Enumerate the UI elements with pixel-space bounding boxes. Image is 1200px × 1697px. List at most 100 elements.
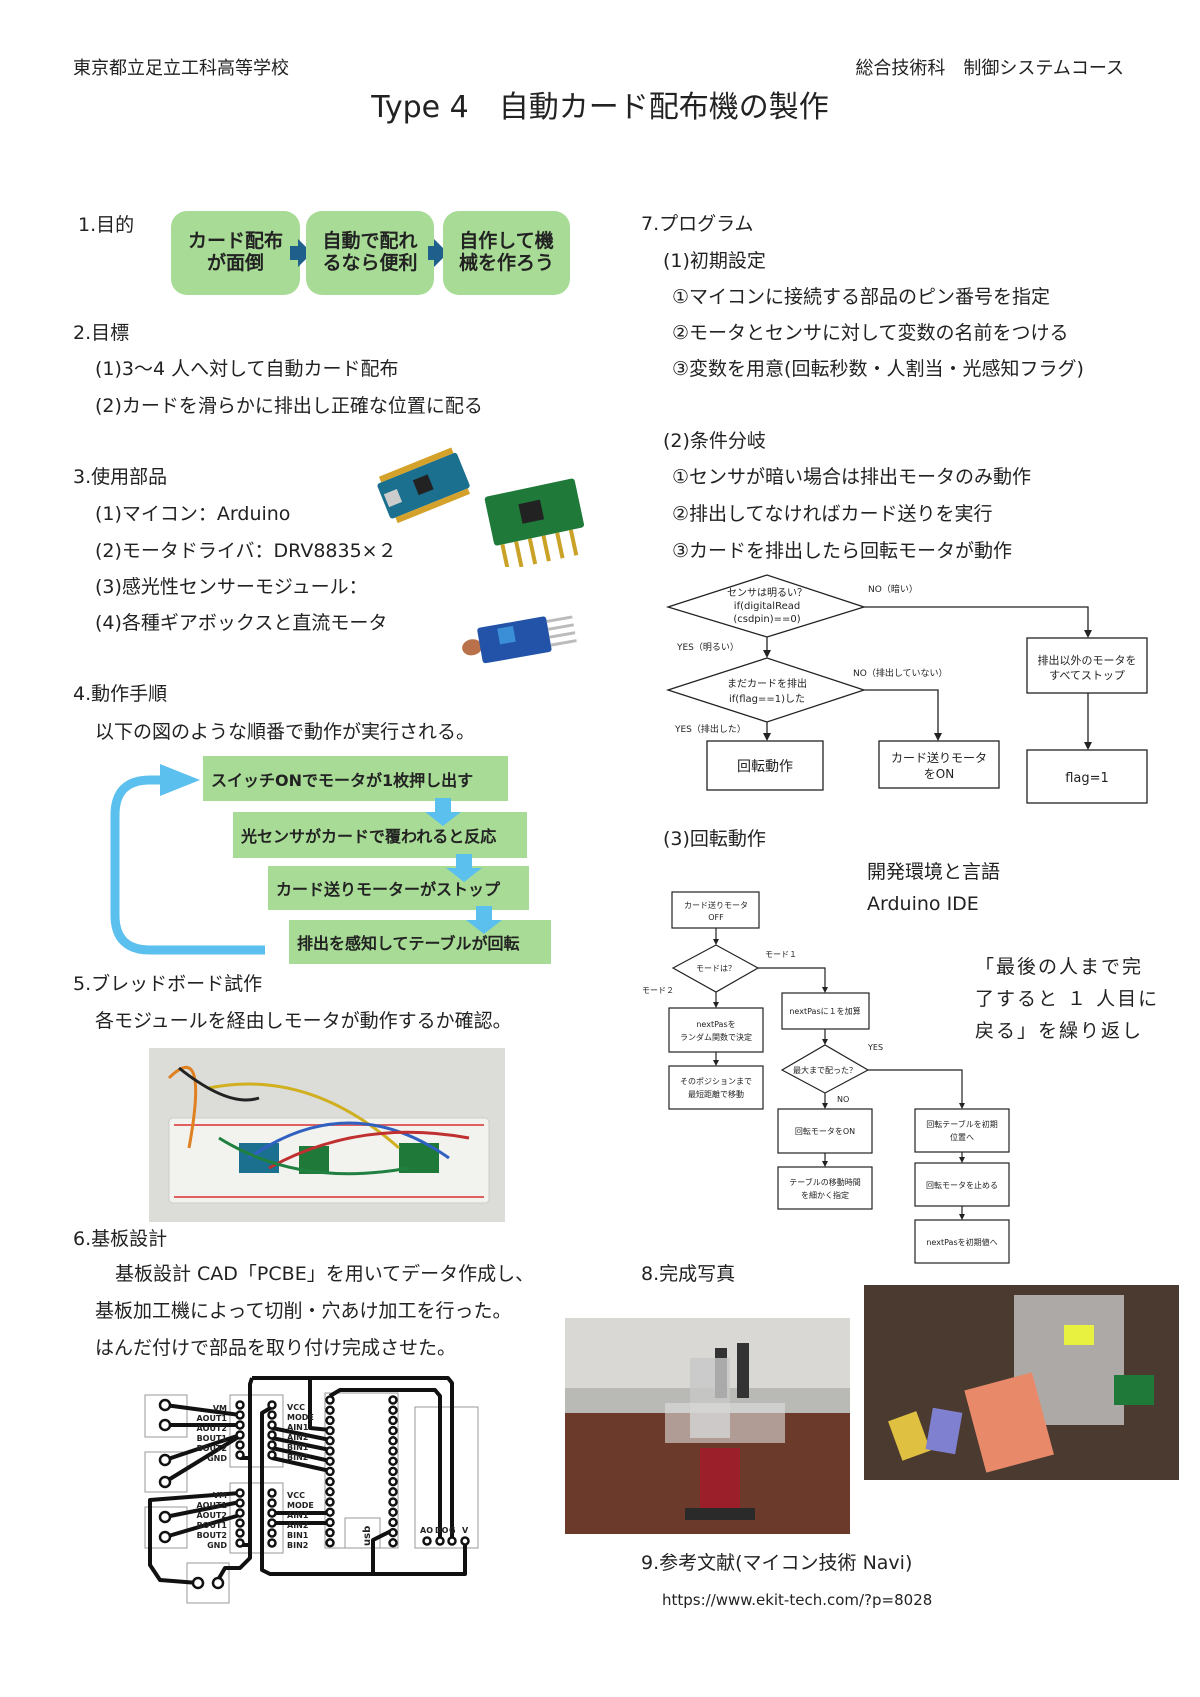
- pcb-pad: [158, 1418, 172, 1432]
- branch-item: ①センサが暗い場合は排出モータのみ動作: [672, 466, 1032, 488]
- pcb-pad: [447, 1536, 457, 1546]
- pcb-heading: 6.基板設計: [73, 1228, 168, 1250]
- goals-heading: 2.目標: [73, 322, 130, 344]
- pcb-label: BIN1: [287, 1531, 309, 1540]
- breadboard-photo: [149, 1048, 505, 1222]
- pcb-label: VCC: [287, 1403, 305, 1412]
- breadboard-heading: 5.ブレッドボード試作: [73, 973, 263, 995]
- flow-label: NO（排出していない）: [853, 667, 948, 679]
- init-item: ②モータとセンサに対して変数の名前をつける: [672, 322, 1069, 344]
- flow-text: テーブルの移動時間: [789, 1177, 861, 1187]
- parts-item: (4)各種ギアボックスと直流モータ: [95, 612, 388, 634]
- pcb-label: AOUT1: [196, 1414, 227, 1423]
- flow-text: if(flag==1)した: [729, 693, 805, 705]
- pcb-label: MODE: [287, 1413, 314, 1422]
- branch-item: ②排出してなければカード送りを実行: [672, 503, 993, 525]
- pcb-text: 基板設計 CAD「PCBE」を用いてデータ作成し、: [115, 1263, 535, 1285]
- pcb-pad: [388, 1527, 398, 1538]
- pcb-pad: [325, 1446, 335, 1456]
- flow-text: 回転モータをON: [795, 1127, 855, 1136]
- parts-heading: 3.使用部品: [73, 466, 168, 488]
- purpose-box-2: 自動で配れ るなら便利: [306, 211, 434, 295]
- flow-text: 位置へ: [950, 1132, 974, 1142]
- flow-text: そのポジションまで: [680, 1077, 752, 1086]
- pcb-pad: [267, 1518, 277, 1528]
- pcb-pad: [388, 1538, 398, 1548]
- pcb-label: V: [462, 1526, 469, 1535]
- flow-text: nextPasを初期値へ: [926, 1237, 997, 1247]
- flow-label: NO: [837, 1095, 849, 1104]
- pcb-pad: [388, 1456, 398, 1466]
- pcb-pad: [388, 1507, 398, 1517]
- pcb-pad: [460, 1536, 470, 1546]
- pcb-label: BIN2: [287, 1541, 308, 1550]
- step-4: 排出を感知してテーブルが回転: [289, 920, 551, 964]
- pcb-pad: [158, 1530, 172, 1544]
- procedure-heading: 4.動作手順: [73, 683, 168, 705]
- decision-flag: [665, 657, 867, 723]
- pcb-pad: [267, 1430, 277, 1440]
- reference-url[interactable]: https://www.ekit-tech.com/?p=8028: [662, 1591, 933, 1609]
- pcb-pad: [388, 1446, 398, 1456]
- flow-text: nextPasを: [696, 1020, 735, 1029]
- pcb-pad: [235, 1400, 245, 1410]
- pcb-pad: [325, 1425, 335, 1436]
- init-item: ①マイコンに接続する部品のピン番号を指定: [672, 286, 1051, 308]
- pcb-pad: [325, 1538, 335, 1548]
- pcb-label: AIN1: [287, 1423, 309, 1432]
- pcb-pad: [235, 1508, 245, 1518]
- school-name: 東京都立足立工科高等学校: [73, 58, 289, 79]
- pcb-label: AOUT2: [196, 1511, 227, 1520]
- pcb-label: DO: [435, 1526, 449, 1535]
- completed-photo-1: [565, 1318, 850, 1534]
- pcb-pad: [158, 1453, 172, 1467]
- flow-text: カード送りモータ: [684, 900, 748, 910]
- pcb-pad: [388, 1415, 398, 1426]
- parts-item: (2)モータドライバ：DRV8835×２: [95, 540, 397, 562]
- pcb-pad: [235, 1430, 245, 1440]
- pcb-label: BOUT2: [197, 1444, 227, 1453]
- pcb-pad: [235, 1450, 245, 1460]
- parts-item: (3)感光性センサーモジュール：: [95, 576, 368, 598]
- page-title: Type 4 自動カード配布機の製作: [371, 90, 829, 125]
- pcb-pad: [388, 1395, 398, 1405]
- pcb-pad: [267, 1538, 277, 1548]
- rotation-heading: (3)回転動作: [663, 828, 766, 850]
- motor-driver-image: [484, 478, 585, 567]
- pcb-pad: [235, 1518, 245, 1528]
- pcb-pad: [235, 1528, 245, 1538]
- env-heading: 開発環境と言語: [867, 861, 1001, 883]
- pcb-pad: [388, 1517, 398, 1528]
- flow-text: 回転動作: [737, 759, 793, 775]
- pcb-pad: [235, 1488, 245, 1498]
- box-flag: [1026, 749, 1148, 804]
- flow-text: を細かく指定: [801, 1190, 849, 1200]
- flow-text: センサは明るい？: [727, 587, 807, 599]
- pcb-pad: [325, 1415, 335, 1426]
- flow-text: 最大まで配った？: [793, 1065, 857, 1075]
- pcb-pad: [325, 1497, 335, 1507]
- flow-text: をON: [924, 767, 954, 781]
- pcb-label: GND: [207, 1541, 227, 1550]
- pcb-pad: [158, 1510, 172, 1524]
- flow-text: OFF: [708, 913, 724, 922]
- pcb-pad: [325, 1517, 335, 1528]
- pcb-pad: [325, 1527, 335, 1538]
- flow-text: flag=1: [1065, 771, 1109, 786]
- pcb-pad: [158, 1475, 172, 1489]
- pcb-label: AO: [420, 1526, 433, 1535]
- step-arrows: [425, 798, 502, 934]
- pcb-pad: [267, 1498, 277, 1508]
- pcb-pad: [267, 1410, 277, 1420]
- pcb-pad: [211, 1576, 225, 1590]
- flow-text: 排出以外のモータを: [1038, 653, 1137, 667]
- pcb-pad: [235, 1410, 245, 1420]
- flow-label: NO（暗い）: [868, 583, 918, 595]
- flow-text: すべてストップ: [1049, 669, 1125, 682]
- flow-label: YES: [867, 1043, 883, 1052]
- pcb-text: はんだ付けで部品を取り付け完成させた。: [95, 1337, 457, 1359]
- pcb-pad: [388, 1436, 398, 1446]
- pcb-label: BIN2: [287, 1453, 308, 1462]
- pcb-pad: [388, 1466, 398, 1477]
- pcb-pad: [267, 1400, 277, 1410]
